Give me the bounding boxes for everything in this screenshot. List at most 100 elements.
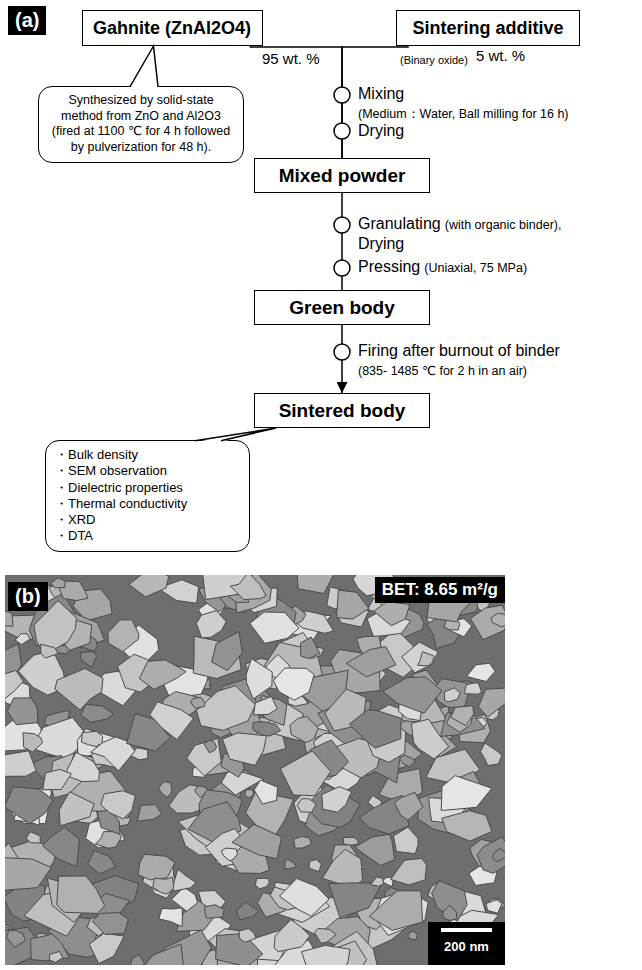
label-group: (Medium：Water, Ball milling for 16 h) [358,104,569,123]
pointer-outline [130,46,158,87]
grain [296,575,335,594]
step-label: 200 nm [444,939,489,954]
grain [138,854,175,880]
grain [51,578,65,588]
step-label: 5 wt. % [476,47,525,64]
grain [43,769,72,789]
node-text: Gahnite (ZnAl2O4) [93,18,251,39]
grain [274,920,310,952]
sem-background [5,575,505,965]
grain [205,905,224,919]
grain [465,683,482,695]
grain [445,688,461,702]
node-text: ・XRD [55,512,240,528]
step-label: Granulating [358,215,441,233]
label-group: Firing after burnout of binder [358,342,560,360]
grain [212,632,243,671]
grain [139,660,186,689]
grain [302,945,350,965]
step-label: Drying [358,122,404,140]
grain [59,792,94,826]
grain [486,900,502,913]
panel-tag: (a) [8,6,46,35]
step-circle [334,217,350,233]
grain [5,858,51,891]
step-label: (835- 1485 ℃ for 2 h in an air) [358,363,527,378]
label-group: (b) [8,582,48,611]
grain [26,832,40,843]
grain [285,860,297,869]
grain [394,792,423,820]
grain [196,611,226,638]
scale-bar [441,928,492,932]
node-text: ・Thermal conductivity [55,496,240,512]
grain [443,905,457,920]
process-box: Sintering additive [396,10,580,46]
grain [196,686,255,731]
process-box: Sintered body [254,393,430,428]
grain [337,590,369,619]
grain [50,951,63,962]
grain [5,670,23,700]
label-group: (Binary oxide) [400,50,468,68]
grain [173,869,196,891]
grain [451,706,474,726]
scale-box [428,922,505,965]
step-label: (with organic binder), [445,218,562,232]
grain [7,930,25,947]
grain [374,602,410,626]
grain [279,878,329,916]
grain [432,881,467,922]
grain [108,620,139,652]
grain [245,789,254,798]
grain [101,791,136,819]
flow-line [251,46,343,158]
grain [355,834,395,865]
grain [239,928,256,942]
grain [95,832,121,849]
grain [478,688,505,717]
grain [159,782,172,797]
step-label: Pressing [358,258,420,276]
node-text: ・Dielectric properties [55,480,240,496]
label-group: (a) [8,6,46,35]
process-box: Green body [254,290,430,325]
grain [195,786,208,798]
label-group: (835- 1485 ℃ for 2 h in an air) [358,361,527,379]
grain [391,858,427,885]
grain [190,697,205,708]
grain [280,751,330,796]
grain [246,659,272,699]
node-text: Mixed powder [279,165,406,187]
grain [92,912,128,934]
step-label: 95 wt. % [262,50,320,67]
grain [153,877,175,894]
node-text: Green body [289,297,395,319]
grain [369,891,423,931]
node-text: ・DTA [55,528,240,544]
grain [81,704,114,722]
grain [57,876,105,913]
grain [221,848,237,861]
grain [129,575,169,597]
panel-tag: (b) [8,582,48,611]
callout-pointer [195,428,276,442]
label-group: Drying [358,235,404,253]
label-group: Mixing [358,85,404,103]
grain [297,799,316,813]
process-box: Gahnite (ZnAl2O4) [82,10,263,46]
grain [383,677,442,713]
label-group: BET: 8.65 m²/g [375,577,505,603]
grain [411,719,448,759]
label-group: 5 wt. % [476,47,525,65]
node-text: Synthesized by solid-state method from Z… [48,93,234,156]
step-label: (Binary oxide) [400,54,468,66]
grain [5,609,13,627]
label-group: Drying [358,122,404,140]
sem-micrograph [5,575,505,965]
step-label: Firing after burnout of binder [358,342,560,360]
pointer-outline [195,428,276,441]
grain [349,710,401,748]
